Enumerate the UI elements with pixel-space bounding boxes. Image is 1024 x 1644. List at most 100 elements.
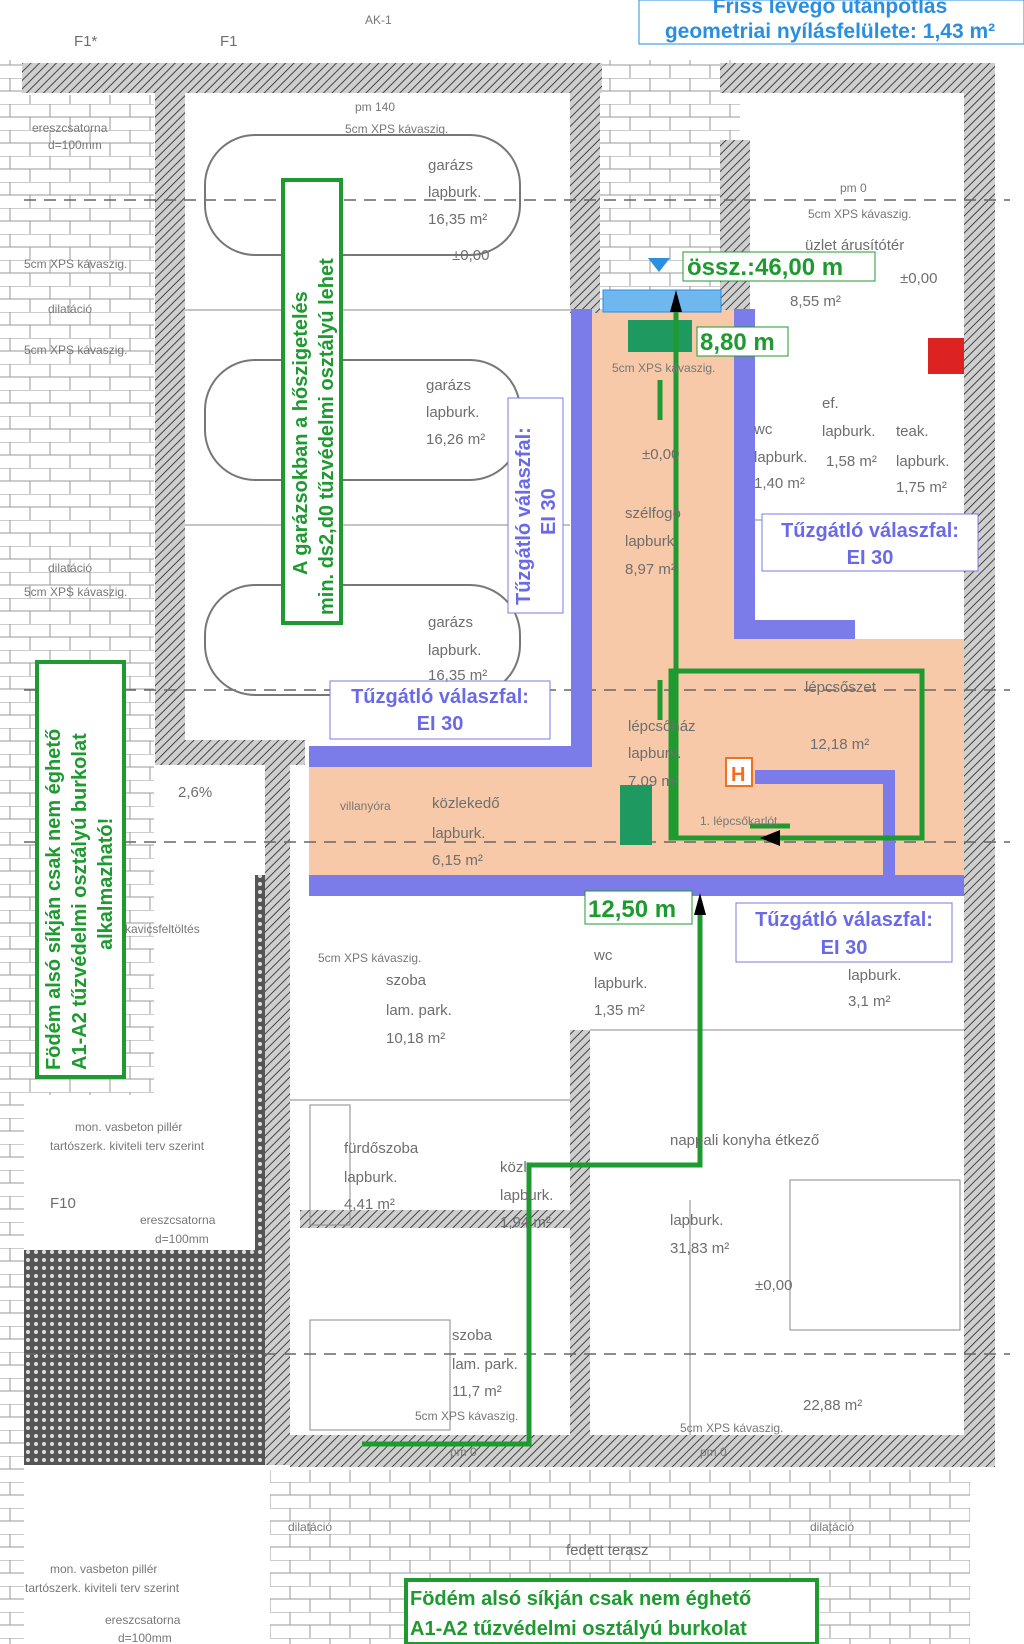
- room-name: wc: [753, 421, 773, 438]
- room-area: 1,58 m²: [826, 453, 877, 470]
- ceiling-note-vertical: Födém alsó síkján csak nem éghető A1-A2 …: [35, 660, 126, 1079]
- room-name: fürdőszoba: [344, 1140, 419, 1157]
- firewall-label-shop: Tűzgátló válaszfal: EI 30: [761, 513, 979, 572]
- firewall-rating-text: EI 30: [538, 488, 560, 535]
- firewall-label-garage: Tűzgátló válaszfal: EI 30: [329, 680, 551, 740]
- room-area: 22,88 m²: [803, 1397, 862, 1414]
- room-name: lépcsőház: [628, 718, 696, 735]
- room-name: wc: [593, 947, 613, 964]
- fire-walls: [309, 309, 964, 896]
- room-area: 16,35 m²: [428, 211, 487, 228]
- annotations: ereszcsatorna d=100mm 5cm XPS kávaszig. …: [24, 100, 937, 1644]
- room-floor: lam. park.: [452, 1356, 518, 1373]
- total-distance-box: [682, 251, 876, 282]
- room-vestibule: szélfogó lapburk. 8,97 m²: [625, 505, 681, 578]
- room-area: 16,26 m²: [426, 431, 485, 448]
- room-name: üzlet árusítótér: [805, 237, 904, 254]
- annotation: dilatáció: [48, 302, 92, 316]
- note-line: Födém alsó síkján csak nem éghető: [43, 729, 65, 1070]
- note-line: Födém alsó síkján csak nem éghető: [410, 1588, 751, 1610]
- annotation: ±0,00: [900, 270, 937, 287]
- room-area: 6,15 m²: [432, 852, 483, 869]
- annotation: mon. vasbeton pillér: [50, 1562, 157, 1576]
- room-area: 31,83 m²: [670, 1240, 729, 1257]
- room-name: lépcsőszet: [805, 679, 877, 696]
- axis-label: F1*: [74, 33, 98, 50]
- annotation: ±0,00: [755, 1277, 792, 1294]
- room-small: lapburk.3,1 m²: [848, 967, 901, 1010]
- fire-extinguisher-icon: [928, 338, 964, 374]
- escape-route: [362, 300, 925, 1447]
- room-floor: lam. park.: [386, 1002, 452, 1019]
- annotation: tartószerk. kiviteli terv szerint: [25, 1581, 180, 1595]
- arrow-icon: [694, 893, 706, 915]
- annotation: dilatáció: [48, 561, 92, 575]
- note-line: A1-A2 tűzvédelmi osztályú burkolat: [69, 733, 91, 1070]
- room-floor: lapburk.: [344, 1169, 397, 1186]
- note-line: A1-A2 tűzvédelmi osztályú burkolat: [410, 1618, 747, 1640]
- arrow-icon: [670, 290, 682, 312]
- annotation: 5cm XPS kávaszig.: [808, 207, 911, 221]
- room-name: szélfogó: [625, 505, 681, 522]
- room-floor: lapburk.: [670, 1212, 723, 1229]
- annotation: 5cm XPS kávaszig.: [345, 122, 448, 136]
- room-floor: lapburk.: [625, 533, 678, 550]
- annotation: ±0,00: [452, 247, 489, 264]
- room-area: 1,75 m²: [896, 479, 947, 496]
- room-area: 8,97 m²: [625, 561, 676, 578]
- room-name: szoba: [452, 1327, 493, 1344]
- paving-left: [0, 60, 24, 1644]
- annotation: dilatáció: [810, 1520, 854, 1534]
- room-floor: lapburk.: [428, 642, 481, 659]
- exit-sign-icon: [620, 785, 652, 845]
- annotation: pm 0: [700, 1445, 727, 1459]
- hydrant-icon: [725, 757, 753, 787]
- room-name: garázs: [428, 614, 473, 631]
- annotation: 1. lépcsőkarlót: [700, 814, 778, 828]
- walls: [22, 63, 995, 1467]
- room-name: szoba: [386, 972, 427, 989]
- firewall-rating-text: EI 30: [417, 713, 464, 735]
- room-area: 11,7 m²: [452, 1383, 502, 1400]
- arrow-icon: [760, 830, 780, 846]
- garage-insulation-note: A garázsokban a hőszigetelés min. ds2,d0…: [281, 178, 343, 625]
- room-living-area: 22,88 m²: [803, 1397, 862, 1414]
- annotation: 5cm XPS kávaszig.: [24, 343, 127, 357]
- annotation: 5cm XPS kávaszig.: [415, 1409, 518, 1423]
- room-area: 1,40 m²: [754, 475, 805, 492]
- annotation: villanyóra: [340, 799, 391, 813]
- room-area: 10,18 m²: [386, 1030, 445, 1047]
- room-name: ef.: [822, 395, 839, 412]
- room-floor: lapburk.: [432, 825, 485, 842]
- room-floor: lapburk.: [822, 423, 875, 440]
- firewall-label-vertical: Tűzgátló válaszfal: EI 30: [507, 397, 564, 614]
- room-terrace: fedett terasz: [566, 1542, 649, 1559]
- room-area: 3,1 m²: [848, 993, 891, 1010]
- air-inlet: [602, 289, 722, 313]
- annotation: pm 0: [450, 1445, 477, 1459]
- distance-segment2: 12,50 m: [588, 896, 676, 923]
- room-area: 8,55 m²: [790, 293, 841, 310]
- annotation: d=100mm: [48, 138, 102, 152]
- annotation: pm 140: [355, 100, 395, 114]
- room-name: garázs: [428, 157, 473, 174]
- axis-label: F1: [220, 33, 238, 50]
- air-supply-note-line1: Friss levegő utánpótlás: [713, 0, 948, 18]
- annotation: 5cm XPS kávaszig.: [24, 257, 127, 271]
- room-floor: lapburk.: [628, 745, 681, 762]
- room-name: teak.: [896, 423, 929, 440]
- annotation: 5cm XPS kávaszig.: [318, 951, 421, 965]
- annotation: ereszcsatorna: [32, 121, 108, 135]
- exit-sign-icon: [628, 320, 692, 352]
- gravel-area: [24, 1250, 264, 1465]
- room-bedroom-1: szoba lam. park. 10,18 m²: [386, 972, 452, 1047]
